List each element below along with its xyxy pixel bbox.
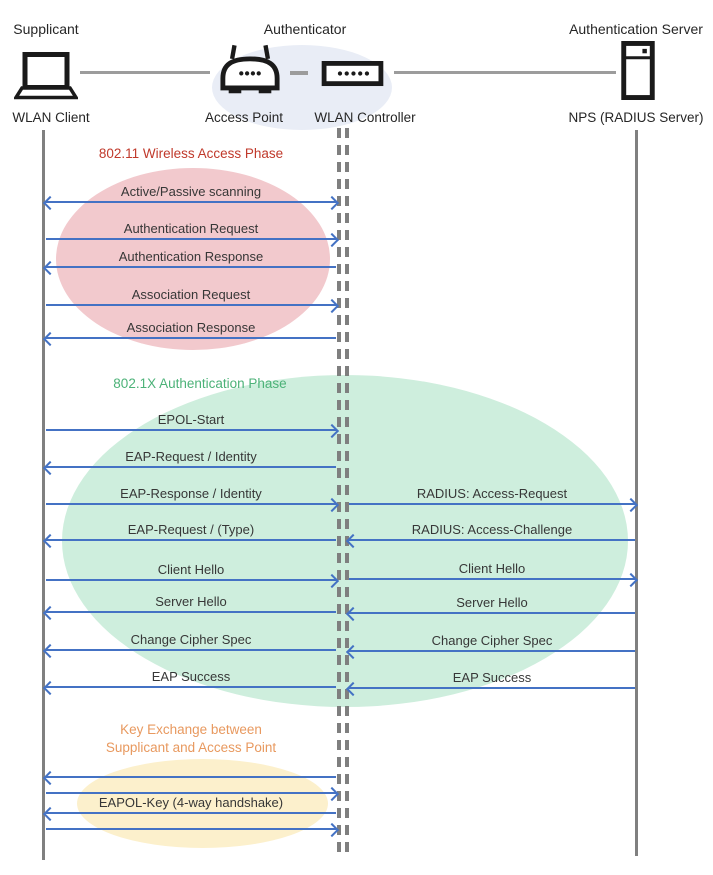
- wireless-access-phase-ellipse: [56, 168, 330, 350]
- phase-title-8021x-authentication: 802.1X Authentication Phase: [113, 376, 287, 391]
- message-label: Association Response: [126, 320, 256, 335]
- phase-title-key-exchange-line1: Key Exchange between: [120, 722, 262, 737]
- message-label: RADIUS: Access-Challenge: [411, 522, 573, 537]
- access-point-label: Access Point: [204, 110, 284, 125]
- message-arrow-bidirectional: [46, 201, 336, 203]
- message-authentication-response: Authentication Response: [46, 249, 336, 268]
- key-exchange-phase-ellipse: [77, 759, 328, 848]
- wlan-controller-label: WLAN Controller: [314, 110, 416, 125]
- eapol-key-arrow-1-left: [46, 776, 336, 778]
- message-eapol-key-4way-handshake: EAPOL-Key (4-way handshake): [46, 795, 336, 814]
- authentication-server-role-label: Authentication Server: [569, 21, 703, 37]
- message-active-passive-scanning: Active/Passive scanning: [46, 184, 336, 203]
- message-arrow-left: [349, 687, 635, 689]
- message-association-response: Association Response: [46, 320, 336, 339]
- server-icon: [621, 41, 655, 100]
- message-change-cipher-spec-left: Change Cipher Spec: [46, 632, 336, 651]
- message-arrow-left: [349, 539, 635, 541]
- message-change-cipher-spec-right: Change Cipher Spec: [349, 633, 635, 652]
- message-authentication-request: Authentication Request: [46, 221, 336, 240]
- message-label: EAP Success: [151, 669, 231, 684]
- wlan-client-label: WLAN Client: [12, 110, 90, 125]
- message-eap-request-type: EAP-Request / (Type): [46, 522, 336, 541]
- phase-title-80211-wireless-access: 802.11 Wireless Access Phase: [98, 146, 284, 161]
- message-label: Change Cipher Spec: [130, 632, 252, 647]
- phase-title-key-exchange-line2: Supplicant and Access Point: [105, 740, 277, 755]
- message-label: Client Hello: [157, 562, 225, 577]
- message-arrow-left: [349, 612, 635, 614]
- controller-lifeline-dashed-1: [337, 128, 341, 854]
- message-arrow-left: [46, 539, 336, 541]
- message-arrow-left: [349, 650, 635, 652]
- access-point-icon: [220, 44, 280, 94]
- server-lifeline: [635, 130, 638, 856]
- message-arrow-left: [46, 466, 336, 468]
- message-label: EPOL-Start: [157, 412, 225, 427]
- ap-controller-connector-dash: [290, 71, 308, 75]
- message-eap-success-left: EAP Success: [46, 669, 336, 688]
- message-arrow-left: [46, 686, 336, 688]
- wlan-controller-icon: [321, 61, 384, 87]
- message-arrow-right: [46, 238, 336, 240]
- message-client-hello-left: Client Hello: [46, 562, 336, 581]
- message-arrow-left: [46, 337, 336, 339]
- message-label: Change Cipher Spec: [431, 633, 553, 648]
- message-label: Authentication Response: [118, 249, 264, 264]
- message-eap-success-right: EAP Success: [349, 670, 635, 689]
- laptop-icon: [14, 52, 78, 100]
- supplicant-role-label: Supplicant: [13, 21, 79, 37]
- message-client-hello-right: Client Hello: [349, 561, 635, 580]
- message-label: Server Hello: [456, 595, 528, 610]
- controller-server-connector-line: [394, 71, 616, 74]
- message-arrow-left: [46, 266, 336, 268]
- message-arrow-right: [349, 578, 635, 580]
- message-label: Client Hello: [458, 561, 526, 576]
- controller-lifeline-dashed-2: [345, 128, 349, 854]
- message-arrow-left: [46, 649, 336, 651]
- message-label: Server Hello: [155, 594, 227, 609]
- eapol-key-arrow-3-left: [46, 812, 336, 814]
- message-label: RADIUS: Access-Request: [416, 486, 568, 501]
- nps-radius-server-label: NPS (RADIUS Server): [568, 110, 704, 125]
- message-association-request: Association Request: [46, 287, 336, 306]
- supplicant-lifeline: [42, 130, 45, 860]
- message-label: EAP Success: [452, 670, 532, 685]
- message-eap-response-identity: EAP-Response / Identity: [46, 486, 336, 505]
- message-label: EAPOL-Key (4-way handshake): [98, 795, 284, 810]
- message-label: EAP-Response / Identity: [120, 486, 262, 501]
- message-arrow-right: [46, 429, 336, 431]
- eapol-key-arrow-2-right: [46, 792, 336, 794]
- message-label: EAP-Request / (Type): [127, 522, 255, 537]
- message-radius-access-challenge: RADIUS: Access-Challenge: [349, 522, 635, 541]
- message-arrow-left: [46, 611, 336, 613]
- message-epol-start: EPOL-Start: [46, 412, 336, 431]
- message-label: Authentication Request: [123, 221, 259, 236]
- message-arrow-right: [349, 503, 635, 505]
- message-arrow-right: [46, 304, 336, 306]
- message-eap-request-identity: EAP-Request / Identity: [46, 449, 336, 468]
- message-arrow-right: [46, 579, 336, 581]
- client-ap-connector-line: [80, 71, 210, 74]
- message-label: Active/Passive scanning: [120, 184, 262, 199]
- message-server-hello-right: Server Hello: [349, 595, 635, 614]
- message-arrow-right: [46, 503, 336, 505]
- authenticator-role-label: Authenticator: [263, 21, 347, 37]
- message-server-hello-left: Server Hello: [46, 594, 336, 613]
- eapol-key-arrow-4-right: [46, 828, 336, 830]
- message-label: EAP-Request / Identity: [125, 449, 257, 464]
- message-label: Association Request: [131, 287, 251, 302]
- message-radius-access-request: RADIUS: Access-Request: [349, 486, 635, 505]
